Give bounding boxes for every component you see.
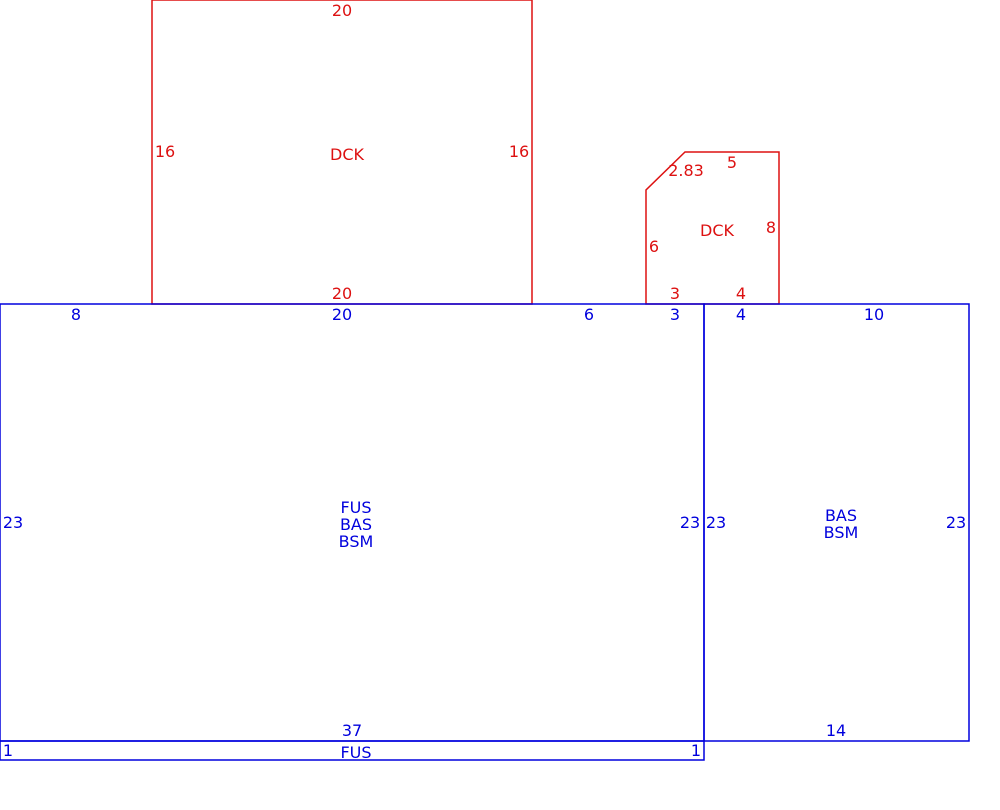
side-block-outline	[703, 303, 970, 742]
side-block-dim-right: 23	[946, 513, 966, 532]
deck-large-label: DCK	[330, 145, 364, 164]
strip-block-dim-right: 1	[691, 741, 701, 760]
deck-large-dim-bottom: 20	[332, 284, 352, 303]
deck-small-dim-top: 5	[727, 153, 737, 172]
deck-large-dim-right: 16	[509, 142, 529, 161]
side-block-dim-left: 23	[706, 513, 726, 532]
main-block-dim-top-2: 20	[332, 305, 352, 324]
deck-small-dim-right: 8	[766, 218, 776, 237]
strip-block-label: FUS	[340, 743, 371, 762]
deck-small-area: 2.83 5 DCK 8 6 3 4	[645, 151, 780, 305]
deck-large-dim-left: 16	[155, 142, 175, 161]
side-block-dim-top-1: 4	[736, 305, 746, 324]
side-block-dim-bottom: 14	[826, 721, 846, 740]
deck-small-dim-bottom-left: 3	[670, 284, 680, 303]
side-block-dim-top-2: 10	[864, 305, 884, 324]
deck-large-dim-top: 20	[332, 1, 352, 20]
main-block-dim-right: 23	[680, 513, 700, 532]
deck-large-area: 20 16 DCK 16 20	[151, 0, 533, 305]
strip-block-dim-left: 1	[3, 741, 13, 760]
main-block-code-1: FUS	[340, 498, 371, 517]
main-block-dim-top-1: 8	[71, 305, 81, 324]
main-block-code-3: BSM	[339, 532, 374, 551]
main-block-code-2: BAS	[340, 515, 372, 534]
deck-small-dim-left: 6	[649, 237, 659, 256]
side-block-code-1: BAS	[825, 506, 857, 525]
strip-block-outline	[0, 740, 705, 761]
main-block-dim-left: 23	[3, 513, 23, 532]
deck-small-dim-diagonal: 2.83	[668, 161, 704, 180]
main-block-area: 8 20 6 3 23 FUS BAS BSM 23 37	[0, 303, 705, 742]
deck-small-label: DCK	[700, 221, 734, 240]
main-block-dim-top-4: 3	[670, 305, 680, 324]
side-block-code-2: BSM	[824, 523, 859, 542]
side-block-area: 4 10 23 BAS BSM 23 14	[703, 303, 970, 742]
main-block-dim-top-3: 6	[584, 305, 594, 324]
main-block-dim-bottom: 37	[342, 721, 362, 740]
strip-block-area: 1 FUS 1	[0, 740, 705, 762]
deck-small-dim-bottom-right: 4	[736, 284, 746, 303]
